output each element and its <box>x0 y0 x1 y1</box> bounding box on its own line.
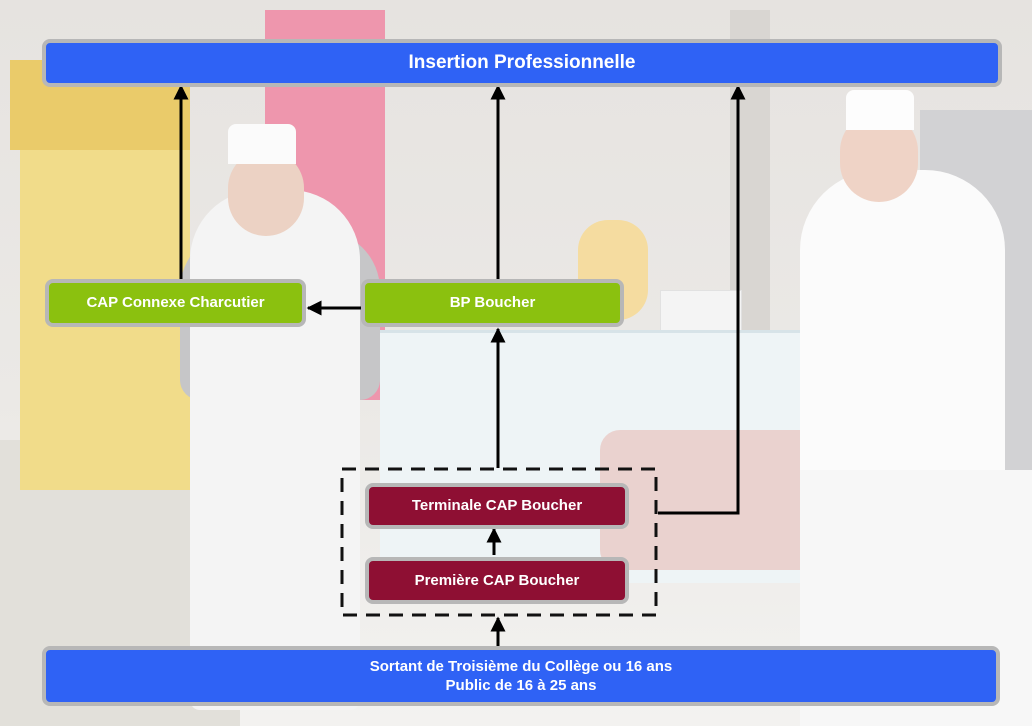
bp-boucher-label: BP Boucher <box>449 294 536 312</box>
arrow-terminale-to-insertion <box>658 84 746 515</box>
entry-line-1: Sortant de Troisième du Collège ou 16 an… <box>369 657 673 675</box>
terminale-cap-boucher-box: Terminale CAP Boucher <box>365 483 629 529</box>
premiere-cap-boucher-label: Première CAP Boucher <box>414 571 580 589</box>
bp-boucher-box: BP Boucher <box>361 279 624 327</box>
insertion-professionnelle-label: Insertion Professionnelle <box>408 51 636 73</box>
entry-public-box: Sortant de Troisième du Collège ou 16 an… <box>42 646 1000 706</box>
terminale-cap-boucher-label: Terminale CAP Boucher <box>411 497 583 515</box>
insertion-professionnelle-box: Insertion Professionnelle <box>42 39 1002 87</box>
premiere-cap-boucher-box: Première CAP Boucher <box>365 557 629 604</box>
entry-line-2: Public de 16 à 25 ans <box>445 677 597 694</box>
cap-connexe-charcutier-label: CAP Connexe Charcutier <box>86 294 265 312</box>
cap-connexe-charcutier-box: CAP Connexe Charcutier <box>45 279 306 327</box>
